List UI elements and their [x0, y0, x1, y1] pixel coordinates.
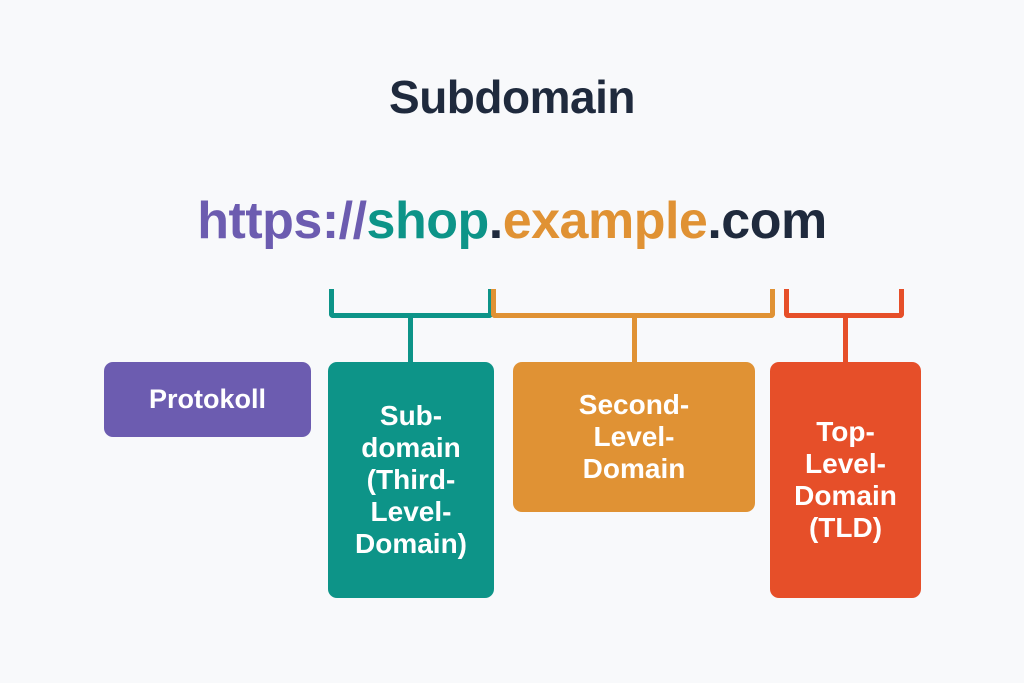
url-segment-top-level-domain: .com [707, 192, 827, 250]
url-segment-separator: . [488, 192, 503, 250]
url-display: https://shop.example.com [0, 191, 1024, 251]
top-level-domain-connector [843, 314, 848, 364]
subdomain-label-box: Sub- domain (Third- Level- Domain) [328, 362, 494, 598]
second-level-domain-connector [632, 314, 637, 364]
url-segment-protocol: https:// [197, 192, 367, 250]
subdomain-connector [408, 314, 413, 364]
top-level-domain-label-box: Top- Level- Domain (TLD) [770, 362, 921, 598]
url-segment-second-level-domain: example [502, 192, 708, 250]
page-title: Subdomain [389, 71, 635, 123]
url-segment-subdomain: shop [366, 192, 490, 250]
protocol-label-box: Protokoll [104, 362, 311, 437]
second-level-domain-label-box: Second- Level- Domain [513, 362, 755, 512]
